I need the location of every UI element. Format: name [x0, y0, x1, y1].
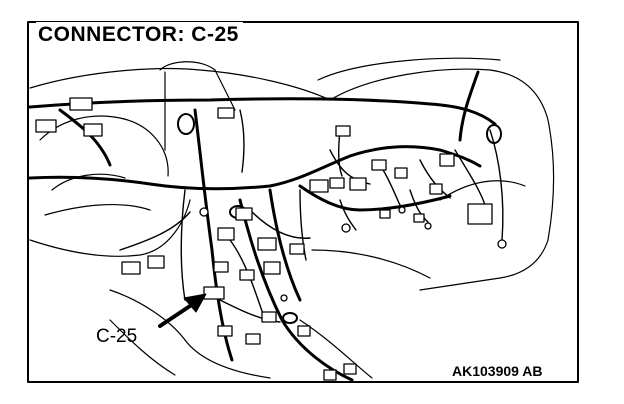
figure-id: AK103909 AB — [452, 363, 543, 379]
connectors — [35, 97, 493, 381]
diagram-frame — [27, 21, 579, 383]
ground-terminals — [199, 206, 507, 302]
grommets — [177, 113, 502, 324]
connector-callout-label: C-25 — [96, 326, 138, 347]
callout-arrow — [158, 293, 207, 328]
diagram-title: CONNECTOR: C-25 — [36, 22, 243, 48]
harness-branches — [119, 109, 504, 323]
frame-border — [27, 21, 579, 383]
dashboard-outline — [29, 57, 555, 379]
